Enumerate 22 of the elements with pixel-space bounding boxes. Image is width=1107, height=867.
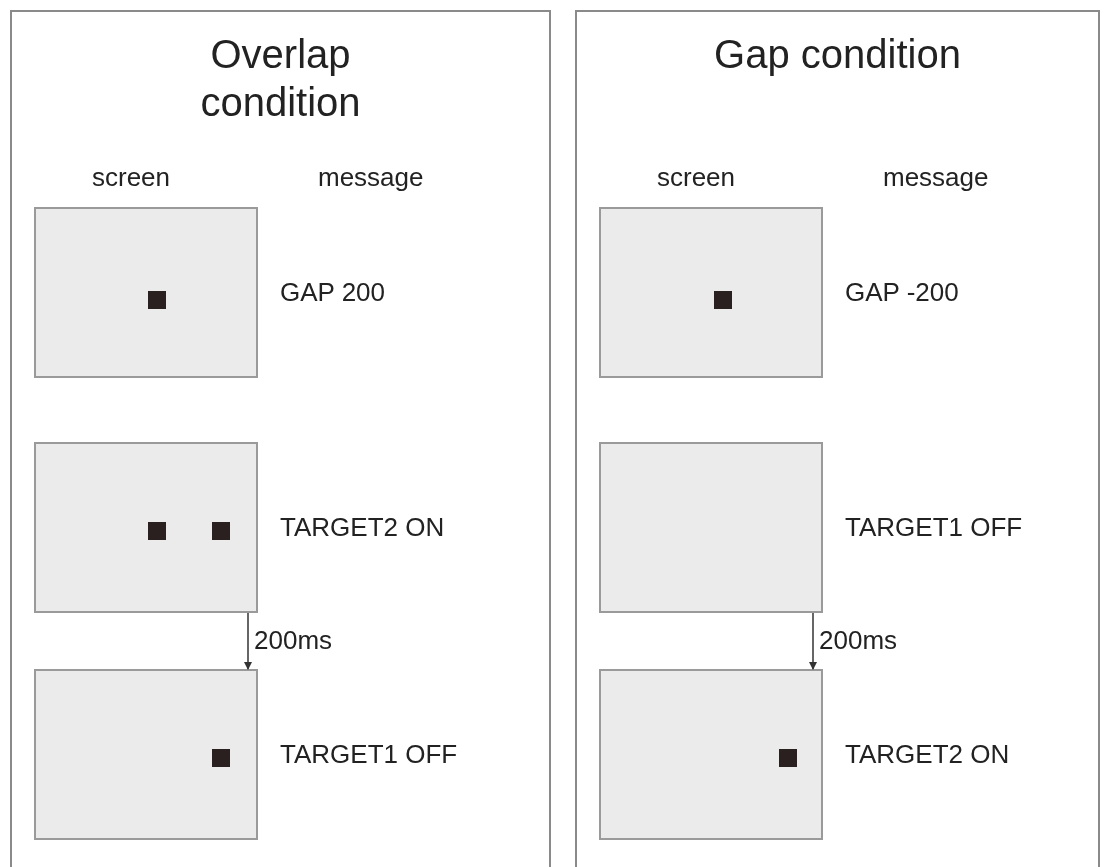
column-header: screen: [657, 162, 736, 193]
column-header: screen: [92, 162, 171, 193]
column-header: message: [883, 162, 989, 193]
message-text: GAP -200: [845, 277, 959, 308]
message-text: GAP 200: [280, 277, 386, 308]
arrow: [809, 612, 817, 670]
panel-title: Overlap condition: [199, 31, 362, 126]
screen-box: [599, 207, 823, 378]
message-text: TARGET1 OFF: [280, 739, 458, 770]
screen-box: [599, 669, 823, 840]
arrow: [244, 612, 252, 670]
condition-panel: [10, 10, 551, 867]
panel-title: Gap condition: [713, 31, 962, 78]
message-text: TARGET1 OFF: [845, 512, 1023, 543]
screen-box: [34, 442, 258, 613]
message-text: TARGET2 ON: [280, 512, 445, 543]
message-text: TARGET2 ON: [845, 739, 1010, 770]
screen-box: [34, 669, 258, 840]
condition-panel: [575, 10, 1100, 867]
screen-box: [34, 207, 258, 378]
screen-box: [599, 442, 823, 613]
column-header: message: [318, 162, 424, 193]
